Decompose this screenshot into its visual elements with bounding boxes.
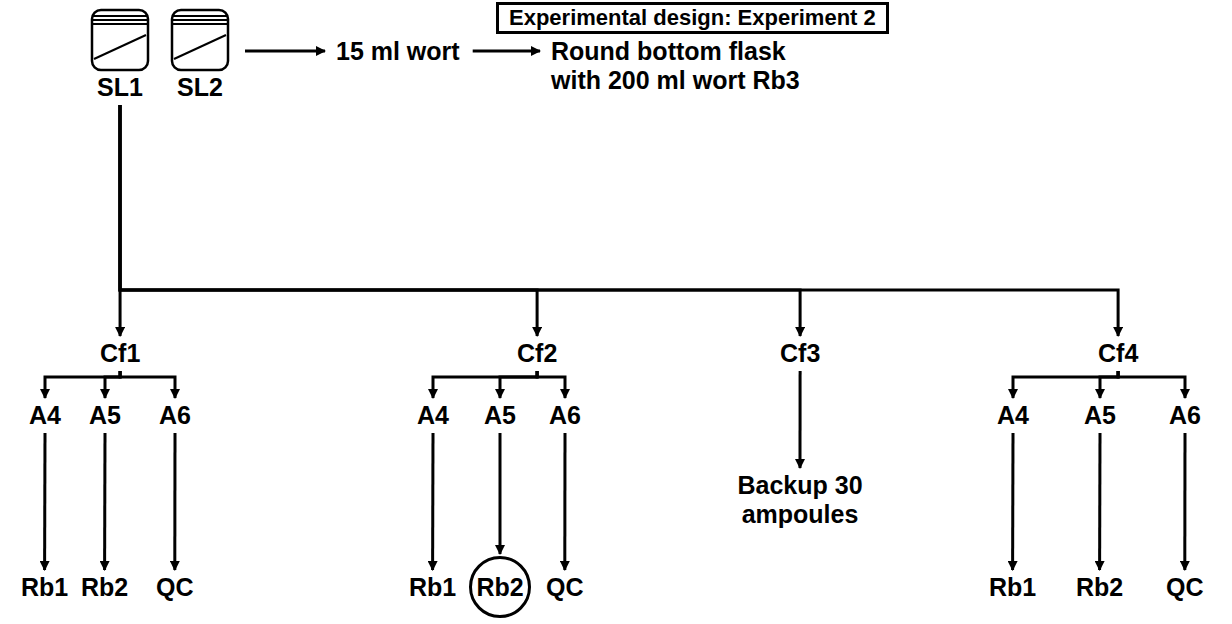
aliquot: A6: [156, 400, 194, 431]
flow-arrow: [563, 433, 566, 570]
flow-arrow: [1183, 433, 1186, 570]
node-label: SL1: [88, 73, 152, 102]
node-label: A6: [549, 401, 581, 430]
round-bottom-flask: Rb2: [78, 572, 131, 603]
round-bottom-flask: Rb1: [18, 572, 71, 603]
circled-flask: Rb2: [469, 556, 531, 618]
jar-illustration: [88, 7, 152, 73]
node-label: SL2: [168, 73, 232, 102]
flow-arrow: [120, 105, 1118, 336]
node-label: QC: [156, 573, 194, 602]
node-label: Cf4: [1098, 339, 1138, 368]
flow-arrow: [1013, 371, 1118, 398]
flow-arrow: [173, 433, 176, 570]
title-box: Experimental design: Experiment 2: [496, 2, 889, 34]
round-bottom-flask: Rb1: [406, 572, 459, 603]
node-label: Cf1: [100, 339, 140, 368]
quality-control: QC: [543, 572, 587, 603]
aliquot: A5: [86, 400, 124, 431]
flow-arrow: [43, 433, 46, 570]
aliquot: A4: [994, 400, 1032, 431]
quality-control: QC: [153, 572, 197, 603]
sample-jar: SL2: [165, 6, 235, 103]
flow-arrow: [500, 371, 537, 398]
flow-arrow: [1098, 433, 1101, 570]
aliquot: A4: [414, 400, 452, 431]
node-label: Cf2: [517, 339, 557, 368]
aliquot: A5: [481, 400, 519, 431]
aliquot: A4: [26, 400, 64, 431]
flow-arrow: [433, 371, 537, 398]
culture-flask: Cf3: [777, 338, 823, 369]
node-label: A5: [484, 401, 516, 430]
flask-step: Round bottom flask with 200 ml wort Rb3: [548, 36, 830, 96]
node-label: Rb2: [81, 573, 128, 602]
node-label: Cf3: [780, 339, 820, 368]
flow-arrow: [1100, 371, 1118, 398]
node-label: A6: [1169, 401, 1201, 430]
flow-arrow: [431, 433, 434, 570]
node-label: A6: [159, 401, 191, 430]
node-label: Rb2: [1076, 573, 1123, 602]
aliquot: A5: [1081, 400, 1119, 431]
node-label: Backup 30 ampoules: [733, 471, 867, 529]
backup-ampoules: Backup 30 ampoules: [730, 470, 870, 530]
wort-step: 15 ml wort: [333, 36, 463, 67]
flow-arrow: [473, 50, 540, 53]
culture-flask: Cf1: [97, 338, 143, 369]
node-label: A4: [417, 401, 449, 430]
aliquot: A6: [1166, 400, 1204, 431]
node-label: A4: [997, 401, 1029, 430]
node-label: Round bottom flask with 200 ml wort Rb3: [551, 37, 827, 95]
flow-arrow: [103, 433, 106, 570]
node-label: Rb1: [989, 573, 1036, 602]
quality-control: QC: [1163, 572, 1207, 603]
flow-arrow: [120, 105, 800, 336]
node-label: Rb2: [476, 573, 523, 602]
round-bottom-flask: Rb1: [986, 572, 1039, 603]
flow-arrow: [245, 50, 325, 53]
diagram-title: Experimental design: Experiment 2: [509, 5, 876, 30]
flow-arrow: [105, 371, 120, 398]
flow-arrow: [120, 371, 175, 398]
flow-arrow: [537, 371, 565, 398]
flow-arrow: [499, 433, 502, 554]
jar-illustration: [168, 7, 232, 73]
sample-jar: SL1: [85, 6, 155, 103]
flow-arrow: [45, 371, 120, 398]
node-label: QC: [546, 573, 584, 602]
flow-arrow: [1118, 371, 1185, 398]
flow-arrow: [799, 371, 802, 468]
node-label: Rb1: [21, 573, 68, 602]
flow-arrow: [1011, 433, 1014, 570]
flow-arrow: [120, 105, 537, 336]
culture-flask: Cf4: [1095, 338, 1141, 369]
aliquot: A6: [546, 400, 584, 431]
node-label: A4: [29, 401, 61, 430]
node-label: A5: [89, 401, 121, 430]
node-label: A5: [1084, 401, 1116, 430]
node-label: 15 ml wort: [336, 37, 460, 66]
node-label: QC: [1166, 573, 1204, 602]
culture-flask: Cf2: [514, 338, 560, 369]
node-label: Rb1: [409, 573, 456, 602]
round-bottom-flask: Rb2: [1073, 572, 1126, 603]
